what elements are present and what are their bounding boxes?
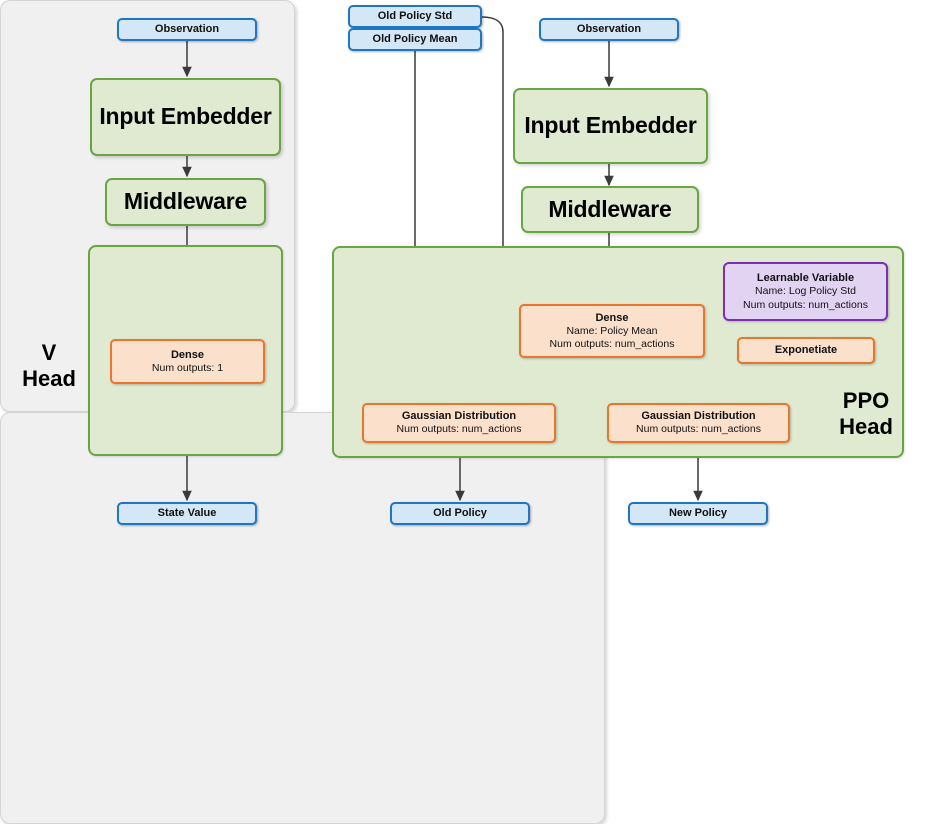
io-new-policy[interactable]: New Policy xyxy=(628,502,768,525)
op-gaussian-distribution-new[interactable]: Gaussian Distribution Num outputs: num_a… xyxy=(607,403,790,443)
module-input-embedder-ppo[interactable]: Input Embedder xyxy=(513,88,708,164)
module-input-embedder-v[interactable]: Input Embedder xyxy=(90,78,281,156)
op-dense-v[interactable]: Dense Num outputs: 1 xyxy=(110,339,265,384)
op-dense-policy-mean-name: Name: Policy Mean xyxy=(566,324,658,337)
io-observation-ppo[interactable]: Observation xyxy=(539,18,679,41)
module-middleware-ppo-label: Middleware xyxy=(548,195,672,222)
op-gaussian-distribution-old[interactable]: Gaussian Distribution Num outputs: num_a… xyxy=(362,403,556,443)
var-learnable-log-policy-std[interactable]: Learnable Variable Name: Log Policy Std … xyxy=(723,262,888,321)
io-old-policy-std[interactable]: Old Policy Std xyxy=(348,5,482,28)
module-middleware-v[interactable]: Middleware xyxy=(105,178,266,226)
op-dense-v-outputs: Num outputs: 1 xyxy=(151,361,224,374)
op-exponetiate[interactable]: Exponetiate xyxy=(737,337,875,364)
var-learnable-name: Name: Log Policy Std xyxy=(755,285,856,298)
op-dense-policy-mean-outputs: Num outputs: num_actions xyxy=(549,338,675,351)
io-observation-v-label: Observation xyxy=(154,23,220,36)
op-gaussian-new-title: Gaussian Distribution xyxy=(641,410,756,423)
op-dense-policy-mean-title: Dense xyxy=(595,311,629,324)
op-exponetiate-title: Exponetiate xyxy=(774,344,838,357)
ppo-head-group xyxy=(0,412,605,824)
module-input-embedder-ppo-label: Input Embedder xyxy=(524,112,697,139)
op-gaussian-new-outputs: Num outputs: num_actions xyxy=(636,423,761,436)
v-head-caption: V Head xyxy=(22,340,76,391)
op-gaussian-old-title: Gaussian Distribution xyxy=(401,410,517,423)
io-old-policy[interactable]: Old Policy xyxy=(390,502,530,525)
module-middleware-v-label: Middleware xyxy=(123,188,248,215)
io-old-policy-mean[interactable]: Old Policy Mean xyxy=(348,28,482,51)
diagram-canvas: V Head PPO Head Observation Input Embedd… xyxy=(0,0,904,824)
io-old-policy-label: Old Policy xyxy=(433,507,487,520)
io-observation-v[interactable]: Observation xyxy=(117,18,257,41)
io-state-value-label: State Value xyxy=(157,507,217,520)
ppo-head-caption: PPO Head xyxy=(839,388,893,439)
op-dense-v-title: Dense xyxy=(170,348,205,361)
var-learnable-outputs: Num outputs: num_actions xyxy=(743,298,868,311)
module-middleware-ppo[interactable]: Middleware xyxy=(521,186,699,233)
io-old-policy-mean-label: Old Policy Mean xyxy=(372,33,458,46)
io-observation-ppo-label: Observation xyxy=(576,23,642,36)
io-old-policy-std-label: Old Policy Std xyxy=(377,10,453,23)
io-new-policy-label: New Policy xyxy=(668,507,728,520)
var-learnable-title: Learnable Variable xyxy=(756,272,855,285)
io-state-value[interactable]: State Value xyxy=(117,502,257,525)
module-input-embedder-v-label: Input Embedder xyxy=(99,103,272,130)
op-dense-policy-mean[interactable]: Dense Name: Policy Mean Num outputs: num… xyxy=(519,304,705,358)
op-gaussian-old-outputs: Num outputs: num_actions xyxy=(396,423,522,436)
